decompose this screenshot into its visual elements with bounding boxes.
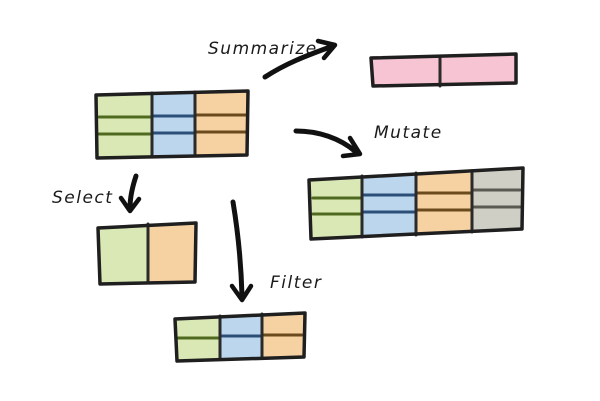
mutate-col-grey <box>472 170 522 230</box>
filter-arrowhead <box>229 283 254 303</box>
filter-arrow <box>230 199 245 299</box>
mutate-col-orange <box>416 173 472 233</box>
summarize-table <box>369 52 518 88</box>
summarize-arrowhead <box>315 38 338 61</box>
source-col-blue <box>152 93 195 157</box>
select-arrow <box>127 173 139 211</box>
select-table-outline <box>96 221 198 286</box>
summarize-label: Summarize <box>208 39 318 59</box>
select-table <box>96 221 198 286</box>
source-table-outline <box>94 89 250 160</box>
select-col-green <box>99 226 148 283</box>
summarize-arrow <box>262 43 336 80</box>
source-col-green <box>97 94 152 157</box>
select-col-orange <box>148 224 194 282</box>
filter-table-outline <box>173 311 307 363</box>
mutate-label: Mutate <box>374 123 443 143</box>
select-arrowhead <box>118 195 142 214</box>
source-table <box>94 89 250 160</box>
mutate-arrowhead <box>340 135 363 159</box>
mutate-table <box>307 166 525 241</box>
mutate-table-outline <box>307 166 525 241</box>
source-col-orange <box>195 92 247 155</box>
filter-table <box>173 311 307 363</box>
select-label: Select <box>52 188 113 208</box>
summarize-cell <box>372 56 515 85</box>
mutate-arrow <box>293 128 359 155</box>
mutate-col-green <box>310 178 362 238</box>
mutate-col-blue <box>362 176 416 236</box>
filter-label: Filter <box>270 273 322 293</box>
summarize-table-outline <box>369 52 518 88</box>
